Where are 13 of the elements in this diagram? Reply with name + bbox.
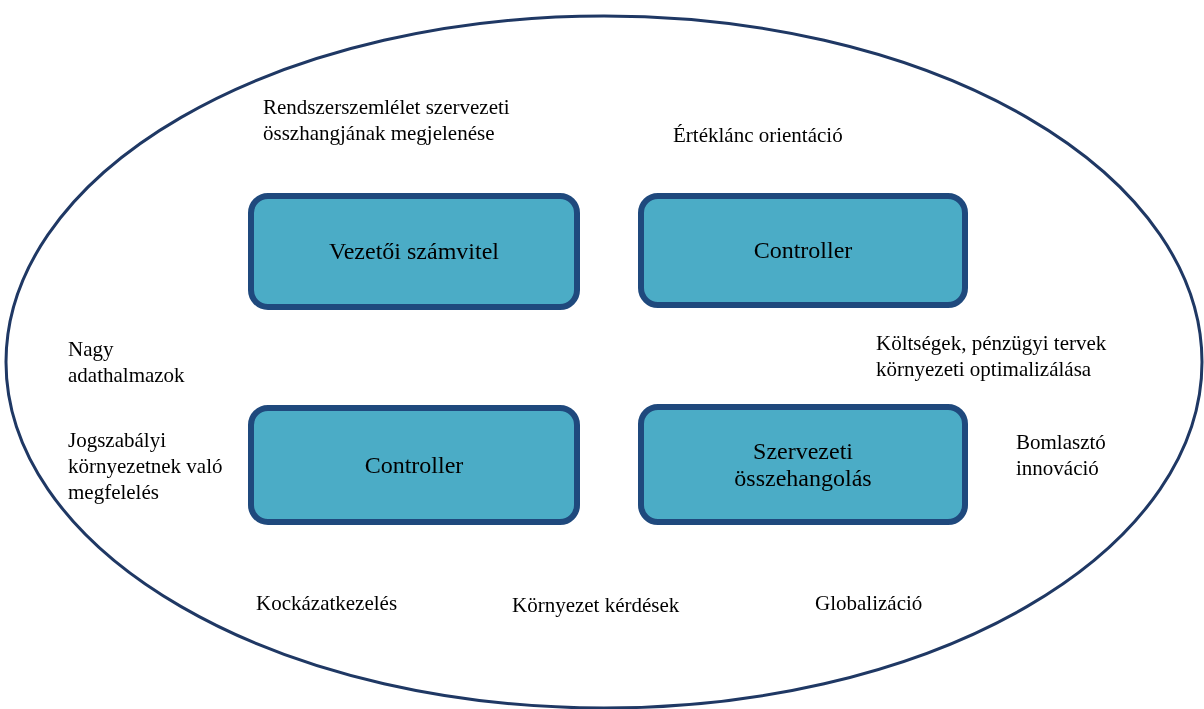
text-label: Globalizáció [815,590,924,616]
text-label: Bomlasztó innováció [1016,429,1107,481]
text-label: Jogszabályi környezetnek való megfelelés [68,427,224,505]
process-box: Szervezeti összehangolás [638,404,968,525]
text-label: Kockázatkezelés [256,590,399,616]
text-label: Rendszerszemlélet szervezeti összhangjának megjelenése [263,94,511,146]
text-label: Nagy adathalmazok [68,336,186,388]
process-box: Controller [638,193,968,308]
process-box: Vezetői számvitel [248,193,580,310]
text-label: Környezet kérdések [512,592,681,618]
text-label: Értéklánc orientáció [673,122,844,148]
text-label: Költségek, pénzügyi tervek környezeti optimalizálása [876,330,1108,382]
process-box: Controller [248,405,580,525]
